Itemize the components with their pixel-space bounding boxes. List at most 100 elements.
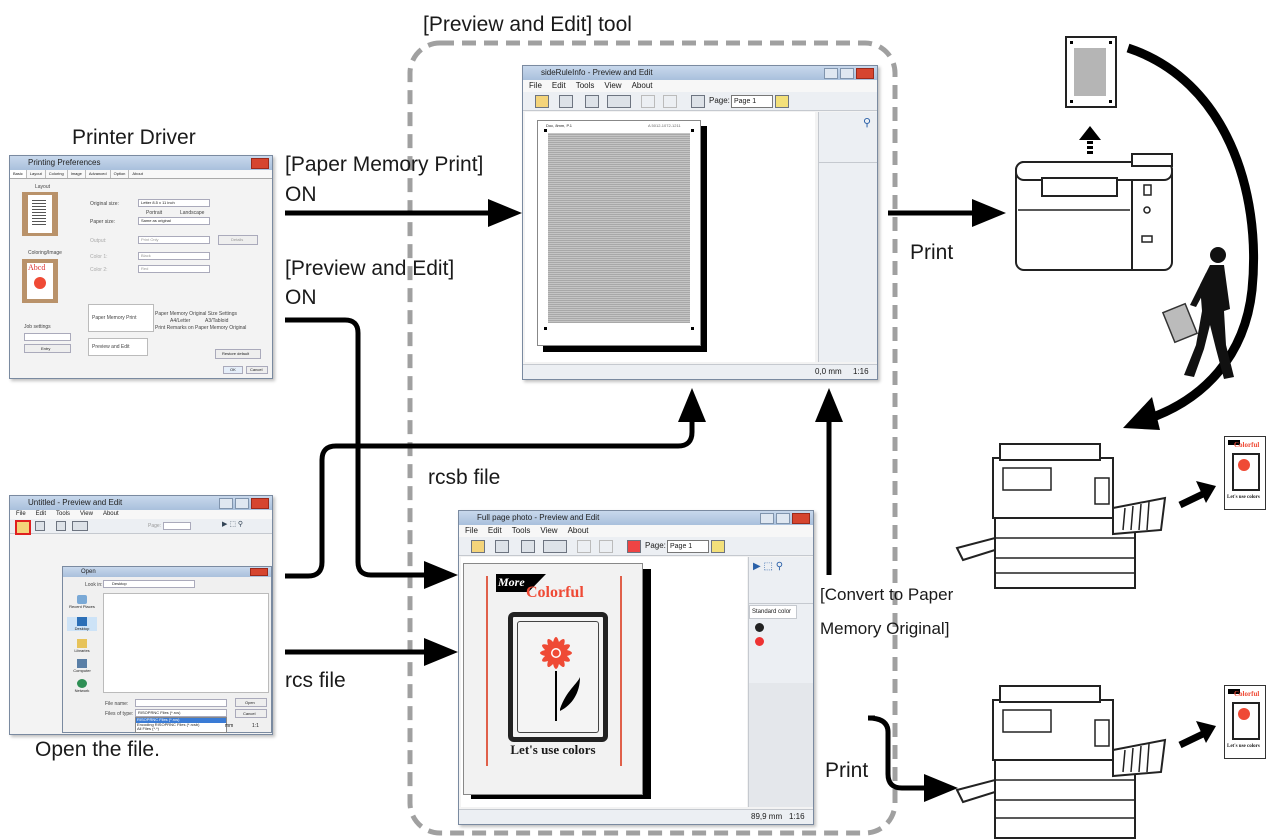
save-icon[interactable] bbox=[559, 95, 573, 108]
color2-select[interactable]: Red bbox=[138, 265, 210, 273]
menu-view[interactable]: View bbox=[80, 511, 93, 517]
menu-edit[interactable]: Edit bbox=[487, 526, 502, 535]
output-select[interactable]: Print Only bbox=[138, 236, 210, 244]
job-settings-select[interactable] bbox=[24, 333, 71, 341]
minimize-icon[interactable] bbox=[760, 513, 774, 524]
color1-select[interactable]: Black bbox=[138, 252, 210, 260]
canvas-area[interactable]: More Colorful bbox=[461, 557, 747, 807]
menu-about[interactable]: About bbox=[631, 81, 653, 90]
close-icon[interactable] bbox=[856, 68, 874, 79]
menu-file[interactable]: File bbox=[465, 526, 478, 535]
restore-default-button[interactable]: Restore default bbox=[215, 349, 261, 359]
pm-size-tabloid[interactable]: A3/Tabloid bbox=[205, 318, 229, 324]
menu-file[interactable]: File bbox=[16, 511, 26, 517]
red-pen-icon[interactable] bbox=[755, 637, 764, 646]
place-recent[interactable]: Recent Places bbox=[67, 595, 97, 609]
place-network[interactable]: Network bbox=[67, 679, 97, 693]
print-icon[interactable] bbox=[521, 540, 535, 553]
redo-icon[interactable] bbox=[663, 95, 677, 108]
paper-memory-checkbox[interactable]: Paper Memory Print bbox=[92, 315, 137, 321]
pm-remarks-checkbox[interactable]: Print Remarks on Paper Memory Original bbox=[155, 325, 247, 331]
portrait-option[interactable]: Portrait bbox=[146, 210, 163, 216]
type-option[interactable]: Encoding RISOPRNC Files (*.rcsb) bbox=[137, 721, 200, 727]
save-icon[interactable] bbox=[35, 521, 45, 531]
maximize-icon[interactable] bbox=[840, 68, 854, 79]
help-icon[interactable] bbox=[711, 540, 725, 553]
arrowhead bbox=[678, 388, 706, 422]
menu-edit[interactable]: Edit bbox=[35, 511, 47, 517]
print-label-bottom: Print bbox=[825, 759, 869, 782]
open-folder-icon[interactable] bbox=[471, 540, 485, 553]
tab-about[interactable]: About bbox=[132, 171, 143, 176]
open-folder-icon[interactable] bbox=[535, 95, 549, 108]
menu-tools[interactable]: Tools bbox=[56, 511, 71, 517]
zoom-icon[interactable]: ⚲ bbox=[862, 117, 871, 129]
landscape-option[interactable]: Landscape bbox=[180, 210, 205, 216]
paper-size-select[interactable]: Same as original bbox=[138, 217, 210, 225]
type-option[interactable]: All Files (*.*) bbox=[137, 726, 160, 731]
file-name-input[interactable] bbox=[135, 699, 227, 707]
tab-coloring[interactable]: Coloring bbox=[46, 170, 68, 178]
place-libraries[interactable]: Libraries bbox=[67, 639, 97, 653]
type-dropdown[interactable]: RISOPRNC Files (*.rcs) Encoding RISOPRNC… bbox=[135, 717, 227, 733]
menu-edit[interactable]: Edit bbox=[551, 81, 566, 90]
page-view-icon[interactable] bbox=[607, 95, 631, 108]
menu-view[interactable]: View bbox=[540, 526, 558, 535]
close-icon[interactable] bbox=[792, 513, 810, 524]
page-select[interactable] bbox=[163, 522, 191, 530]
standard-color-tab[interactable]: Standard color bbox=[749, 605, 797, 619]
close-icon[interactable] bbox=[251, 158, 269, 169]
tab-advanced[interactable]: Advanced bbox=[86, 170, 111, 178]
thumb-text: Abcd bbox=[28, 263, 46, 272]
files-of-type-select[interactable]: RISOPRNC Files (*.rcs) bbox=[135, 709, 227, 717]
page-select[interactable]: Page 1 bbox=[731, 95, 773, 108]
menu-about[interactable]: About bbox=[102, 511, 119, 517]
save-icon[interactable] bbox=[495, 540, 509, 553]
tab-image[interactable]: Image bbox=[68, 170, 86, 178]
close-icon[interactable] bbox=[251, 498, 269, 509]
details-button[interactable]: Details bbox=[218, 235, 258, 245]
window-title: Printing Preferences bbox=[10, 156, 272, 170]
undo-icon[interactable] bbox=[577, 540, 591, 553]
cancel-button[interactable]: Cancel bbox=[246, 366, 268, 374]
status-bar: 89,9 mm 1:16 bbox=[459, 809, 813, 824]
print-icon[interactable] bbox=[56, 521, 66, 531]
menu-about[interactable]: About bbox=[567, 526, 589, 535]
type-option[interactable]: RISOPRNC Files (*.rcs) bbox=[136, 717, 226, 723]
eraser-icon[interactable] bbox=[627, 540, 641, 553]
redo-icon[interactable] bbox=[599, 540, 613, 553]
menu-tools[interactable]: Tools bbox=[511, 526, 531, 535]
tab-basic[interactable]: Basic bbox=[10, 170, 27, 178]
file-list[interactable] bbox=[103, 593, 269, 693]
pm-size-letter[interactable]: A4/Letter bbox=[170, 318, 191, 324]
close-icon[interactable] bbox=[250, 568, 268, 576]
preview-and-edit-checkbox[interactable]: Preview and Edit bbox=[92, 344, 130, 350]
printed-poster-bottom: Colorful Let's use colors bbox=[1224, 685, 1266, 759]
canvas-area[interactable]: Doc, 8mm, P.1 A 5012-1072-1211 bbox=[525, 112, 815, 362]
black-pen-icon[interactable] bbox=[755, 623, 764, 632]
place-computer[interactable]: Computer bbox=[67, 659, 97, 673]
tab-option[interactable]: Option bbox=[111, 170, 130, 178]
select-tool-icons[interactable]: ▶ ⬚ ⚲ bbox=[753, 561, 784, 572]
open-button[interactable]: Open bbox=[235, 698, 267, 707]
cancel-button[interactable]: Cancel bbox=[235, 709, 267, 718]
place-desktop[interactable]: Desktop bbox=[67, 617, 97, 631]
menu-tools[interactable]: Tools bbox=[575, 81, 595, 90]
page-view-icon[interactable] bbox=[543, 540, 567, 553]
tab-layout[interactable]: Layout bbox=[27, 170, 46, 178]
page-view-icon[interactable] bbox=[72, 521, 88, 531]
open-folder-icon[interactable] bbox=[15, 520, 31, 535]
menu-file[interactable]: File bbox=[529, 81, 542, 90]
print-icon[interactable] bbox=[585, 95, 599, 108]
menu-view[interactable]: View bbox=[604, 81, 622, 90]
undo-icon[interactable] bbox=[641, 95, 655, 108]
help-icon[interactable] bbox=[775, 95, 789, 108]
page-select[interactable]: Page 1 bbox=[667, 540, 709, 553]
minimize-icon[interactable] bbox=[824, 68, 838, 79]
look-in-select[interactable]: Desktop bbox=[103, 580, 195, 588]
ok-button[interactable]: OK bbox=[223, 366, 243, 374]
entry-button[interactable]: Entry bbox=[24, 344, 71, 353]
original-size-select[interactable]: Letter 8.5 x 11 inch bbox=[138, 199, 210, 207]
eraser-icon[interactable] bbox=[691, 95, 705, 108]
maximize-icon[interactable] bbox=[776, 513, 790, 524]
